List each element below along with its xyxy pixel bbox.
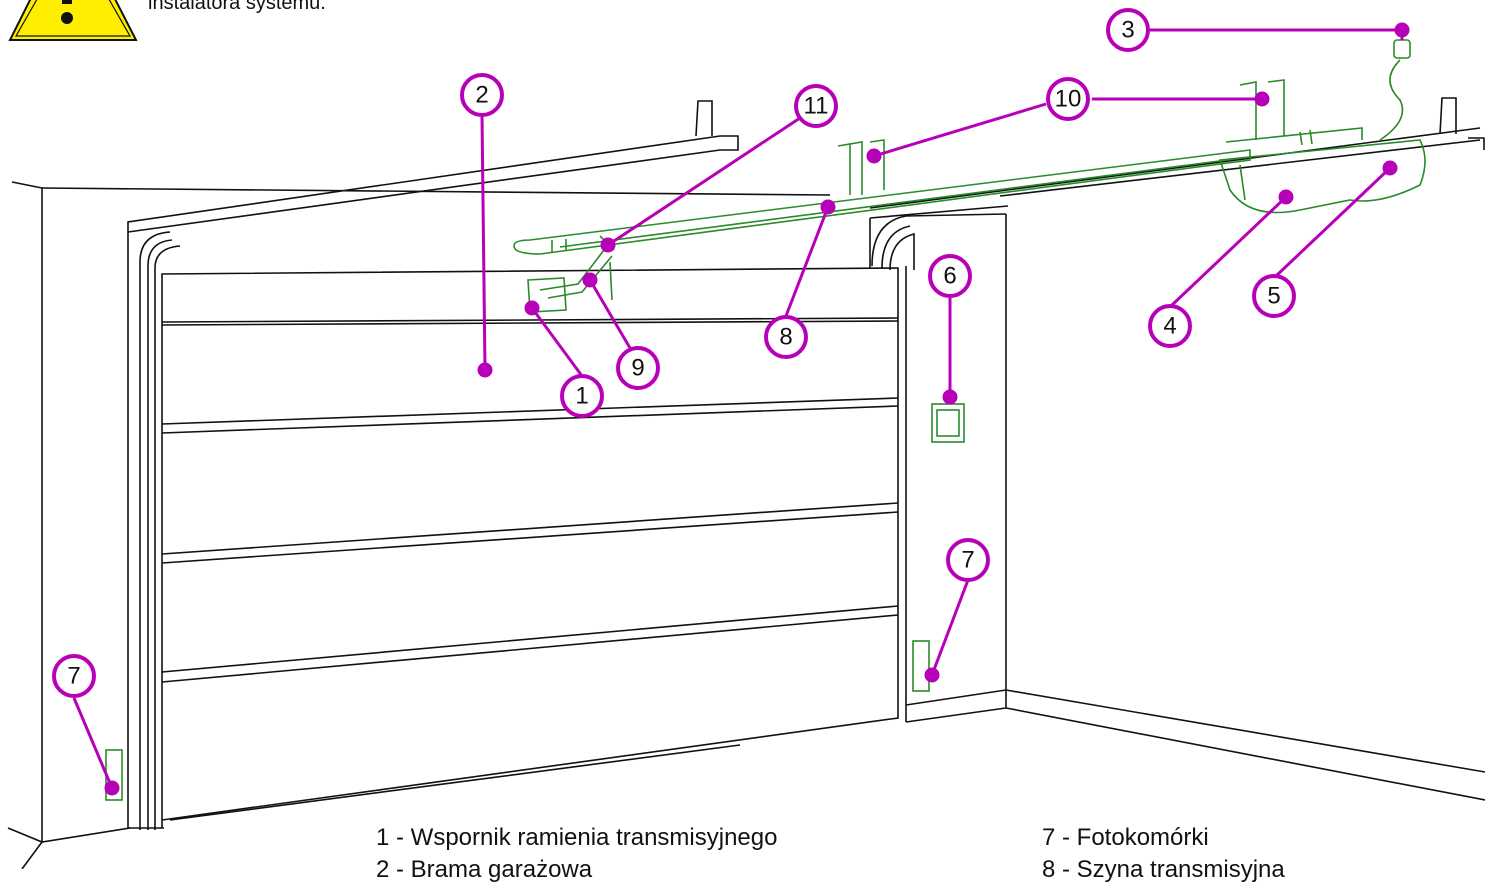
- callout-number: 10: [1055, 86, 1082, 113]
- opener-system: [105, 39, 1426, 801]
- callout-6: 6: [928, 254, 972, 298]
- legend-item-1: 1 - Wspornik ramienia transmisyjnego: [376, 824, 778, 851]
- ceiling-bracket: [837, 139, 885, 195]
- callout-9: 9: [616, 346, 660, 390]
- photocell: [912, 640, 930, 692]
- callout-11: 11: [794, 84, 838, 128]
- callout-number: 7: [67, 663, 80, 690]
- callout-circles: 1 2 3 4 5 6 7 7 8 9 10 11: [52, 8, 1296, 698]
- callout-number: 7: [961, 547, 974, 574]
- transmission-rail: [513, 149, 1251, 255]
- callout-number: 6: [943, 263, 956, 290]
- warning-triangle-icon: [8, 0, 138, 41]
- legend-item-7: 7 - Fotokomórki: [1042, 824, 1209, 851]
- callout-1: 1: [560, 374, 604, 418]
- callout-10: 10: [1046, 77, 1090, 121]
- callout-3: 3: [1106, 8, 1150, 52]
- legend-item-2: 2 - Brama garażowa: [376, 856, 593, 883]
- callout-number: 9: [631, 355, 644, 382]
- callout-number: 3: [1121, 17, 1134, 44]
- callout-number: 8: [779, 324, 792, 351]
- legend-item-8: 8 - Szyna transmisyjna: [1042, 856, 1285, 883]
- callout-4: 4: [1148, 304, 1192, 348]
- motor-unit: [1218, 139, 1426, 214]
- callout-7: 7: [946, 538, 990, 582]
- power-cord: [1379, 59, 1404, 141]
- callout-number: 1: [575, 383, 588, 410]
- callout-leaders: [72, 22, 1410, 796]
- callout-number: 2: [475, 82, 488, 109]
- callout-number: 5: [1267, 283, 1280, 310]
- callout-5: 5: [1252, 274, 1296, 318]
- callout-2: 2: [460, 73, 504, 117]
- garage-outline: [7, 97, 1485, 869]
- callout-8: 8: [764, 315, 808, 359]
- callout-7: 7: [52, 654, 96, 698]
- warning-text: instalatora systemu.: [148, 0, 326, 14]
- callout-number: 4: [1163, 313, 1176, 340]
- callout-number: 11: [804, 93, 829, 120]
